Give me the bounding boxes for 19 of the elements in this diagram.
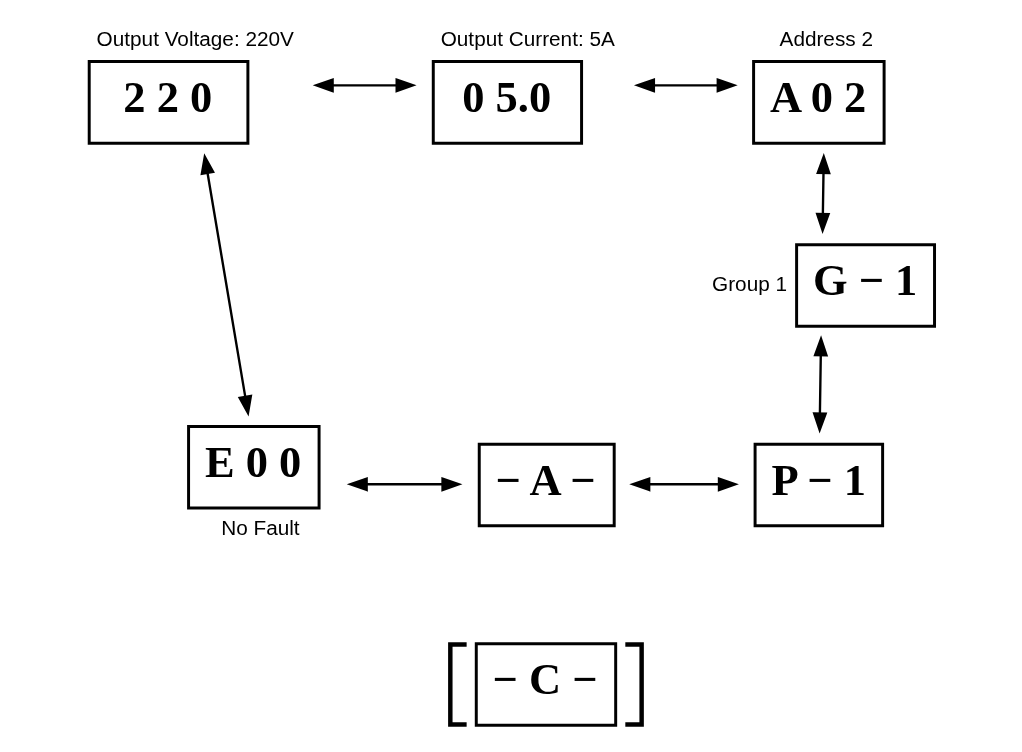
node-box: G − 1 xyxy=(794,243,936,328)
node-label: Group 1 xyxy=(711,272,787,296)
node-label: Address 2 xyxy=(779,26,873,50)
arrow xyxy=(815,153,831,234)
node-box: E 0 0 xyxy=(186,424,321,510)
arrow xyxy=(199,153,252,417)
arrow xyxy=(812,335,828,434)
node-box: 2 2 0 xyxy=(87,60,249,145)
node-box: A 0 2 xyxy=(751,60,886,145)
arrow xyxy=(633,77,738,93)
node-box: P − 1 xyxy=(753,442,884,528)
node-label: No Fault xyxy=(220,515,300,539)
arrow xyxy=(312,77,417,93)
node-box: 0 5.0 xyxy=(431,60,583,145)
node-label: Output Voltage: 220V xyxy=(96,26,294,50)
arrow xyxy=(346,476,462,492)
arrow xyxy=(628,476,739,492)
node-box: − A − xyxy=(477,442,616,528)
node-label: Output Current: 5A xyxy=(440,26,615,50)
